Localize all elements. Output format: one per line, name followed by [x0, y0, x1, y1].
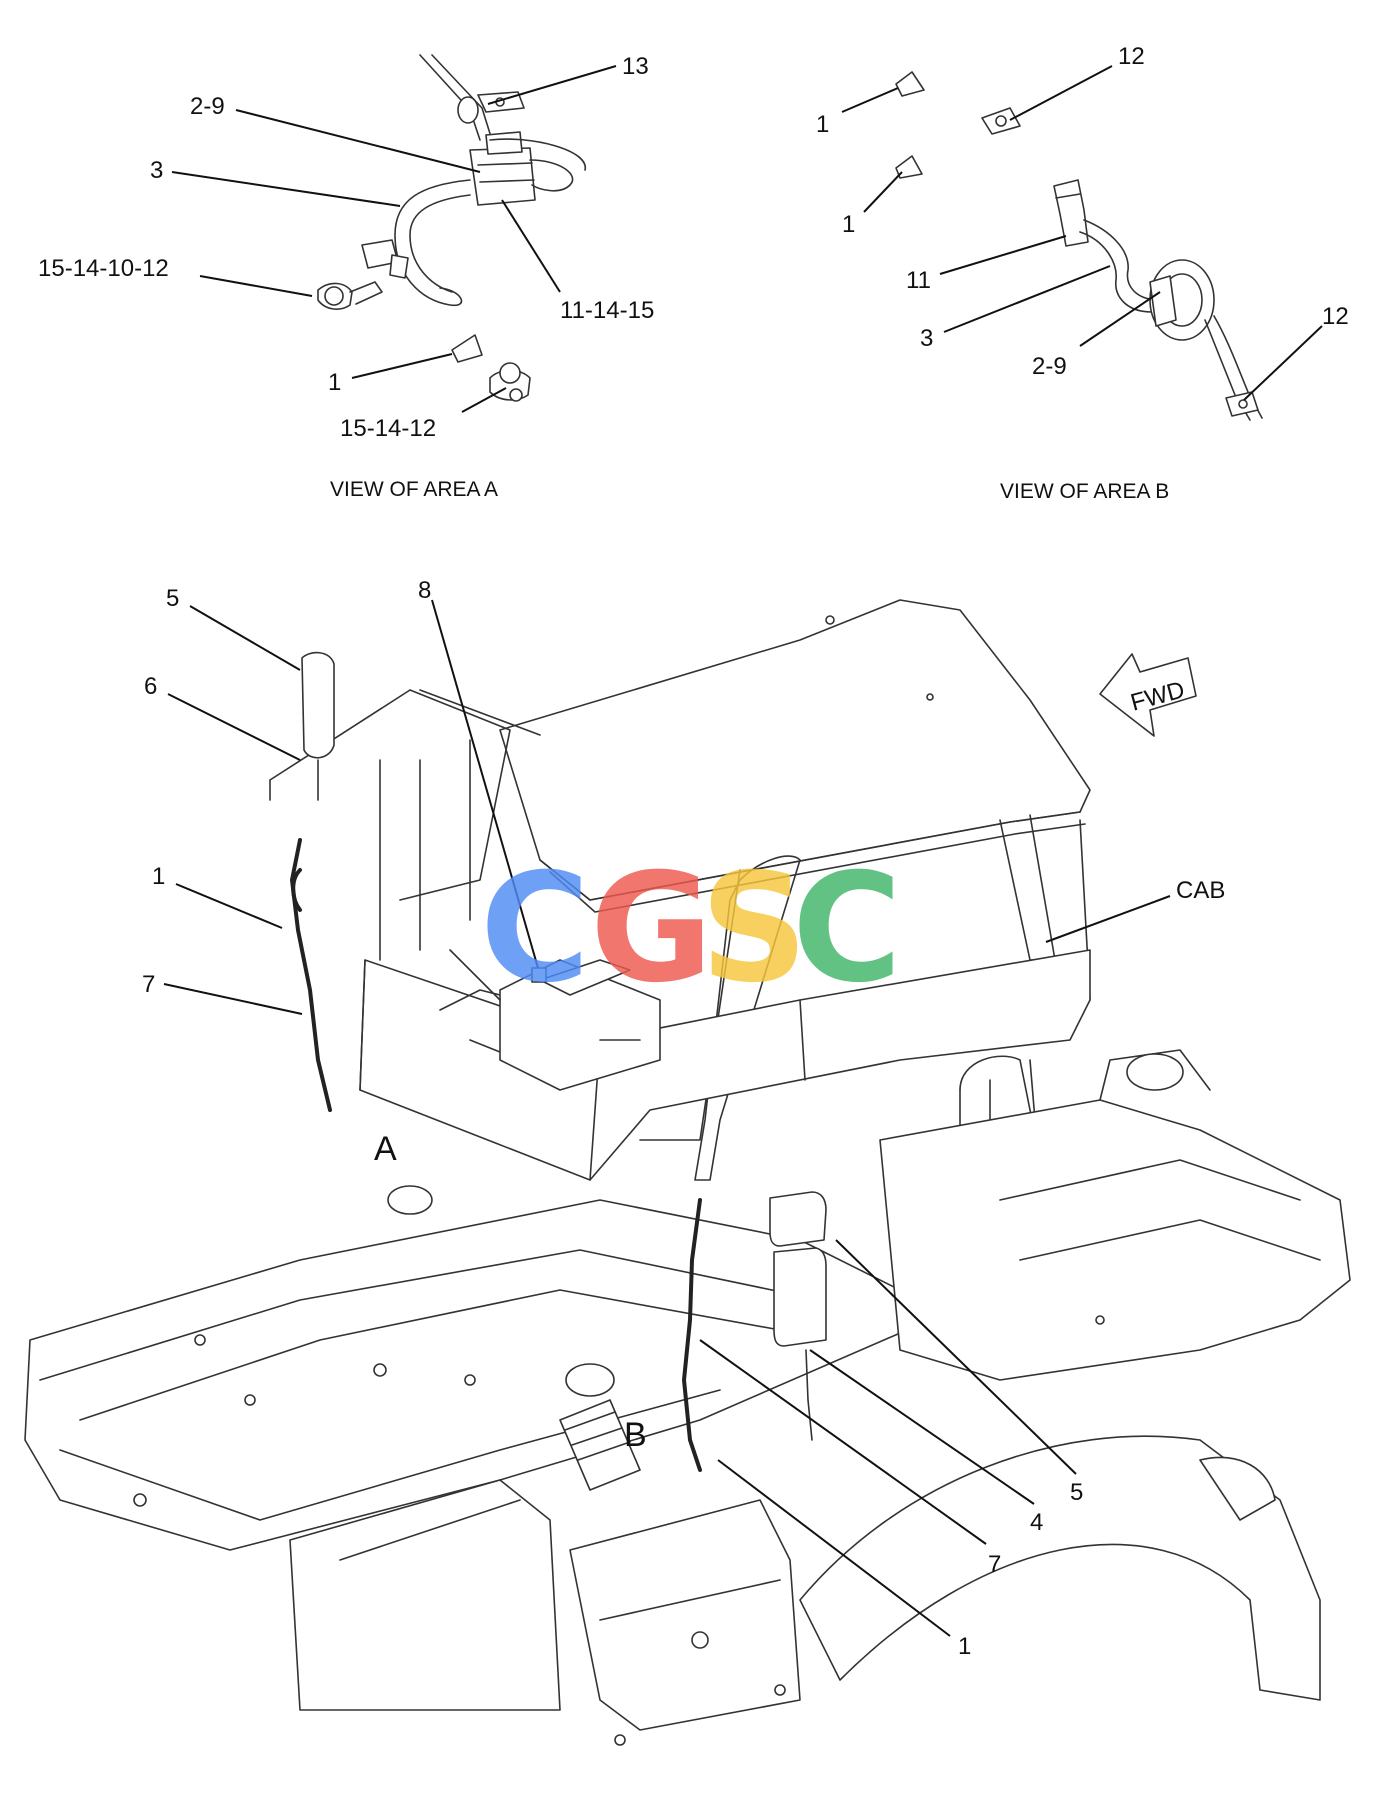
- area-b-harness-drawing: [895, 71, 1263, 421]
- watermark-letter-s: S: [700, 842, 808, 1016]
- area-marker-a: A: [374, 1130, 397, 1168]
- fwd-arrow-icon: FWD: [1099, 653, 1197, 737]
- callout-5-right: 5: [1070, 1479, 1083, 1506]
- callout-5-left: 5: [166, 585, 179, 612]
- view-area-b: 12 1 1 11 3 2-9 12 VIEW OF AREA B: [816, 43, 1349, 503]
- cgsc-watermark: C G S C: [480, 842, 902, 1016]
- callout-1-b-top: 1: [816, 111, 829, 138]
- callout-1-bottom: 1: [958, 1633, 971, 1660]
- callout-11-14-15: 11-14-15: [560, 297, 654, 324]
- area-a-harness-drawing: [317, 54, 586, 402]
- callout-7-right: 7: [988, 1551, 1001, 1578]
- callout-15-14-10-12: 15-14-10-12: [38, 255, 169, 282]
- callout-4: 4: [1030, 1509, 1043, 1536]
- area-a-callouts: 13 2-9 3 15-14-10-12 11-14-15 1 15-14-12: [38, 53, 654, 442]
- callout-13: 13: [622, 53, 649, 80]
- main-machine-drawing: [24, 599, 1351, 1746]
- callout-1-a: 1: [328, 369, 341, 396]
- callout-2-9-a: 2-9: [190, 93, 225, 120]
- callout-3-b: 3: [920, 325, 933, 352]
- area-b-callouts: 12 1 1 11 3 2-9 12: [816, 43, 1349, 401]
- main-callouts: 5 6 8 1 7 CAB 5 4 7 1: [142, 577, 1225, 1660]
- callout-8: 8: [418, 577, 431, 604]
- callout-15-14-12: 15-14-12: [340, 415, 436, 442]
- callout-2-9-b: 2-9: [1032, 353, 1067, 380]
- watermark-letter-c1: C: [480, 842, 590, 1016]
- callout-12-b-top: 12: [1118, 43, 1145, 70]
- callout-12-b-bottom: 12: [1322, 303, 1349, 330]
- callout-1-left: 1: [152, 863, 165, 890]
- watermark-letter-c2: C: [792, 842, 902, 1016]
- callout-3-a: 3: [150, 157, 163, 184]
- view-area-a-caption: VIEW OF AREA A: [330, 478, 498, 501]
- callout-11-b: 11: [906, 267, 931, 294]
- callout-1-b-mid: 1: [842, 211, 855, 238]
- area-marker-b: B: [624, 1416, 647, 1454]
- view-area-a: 13 2-9 3 15-14-10-12 11-14-15 1 15-14-12…: [38, 53, 654, 501]
- watermark-letter-g: G: [590, 842, 713, 1016]
- callout-6: 6: [144, 673, 157, 700]
- callout-cab: CAB: [1176, 877, 1225, 904]
- callout-7-left: 7: [142, 971, 155, 998]
- view-area-b-caption: VIEW OF AREA B: [1000, 480, 1169, 503]
